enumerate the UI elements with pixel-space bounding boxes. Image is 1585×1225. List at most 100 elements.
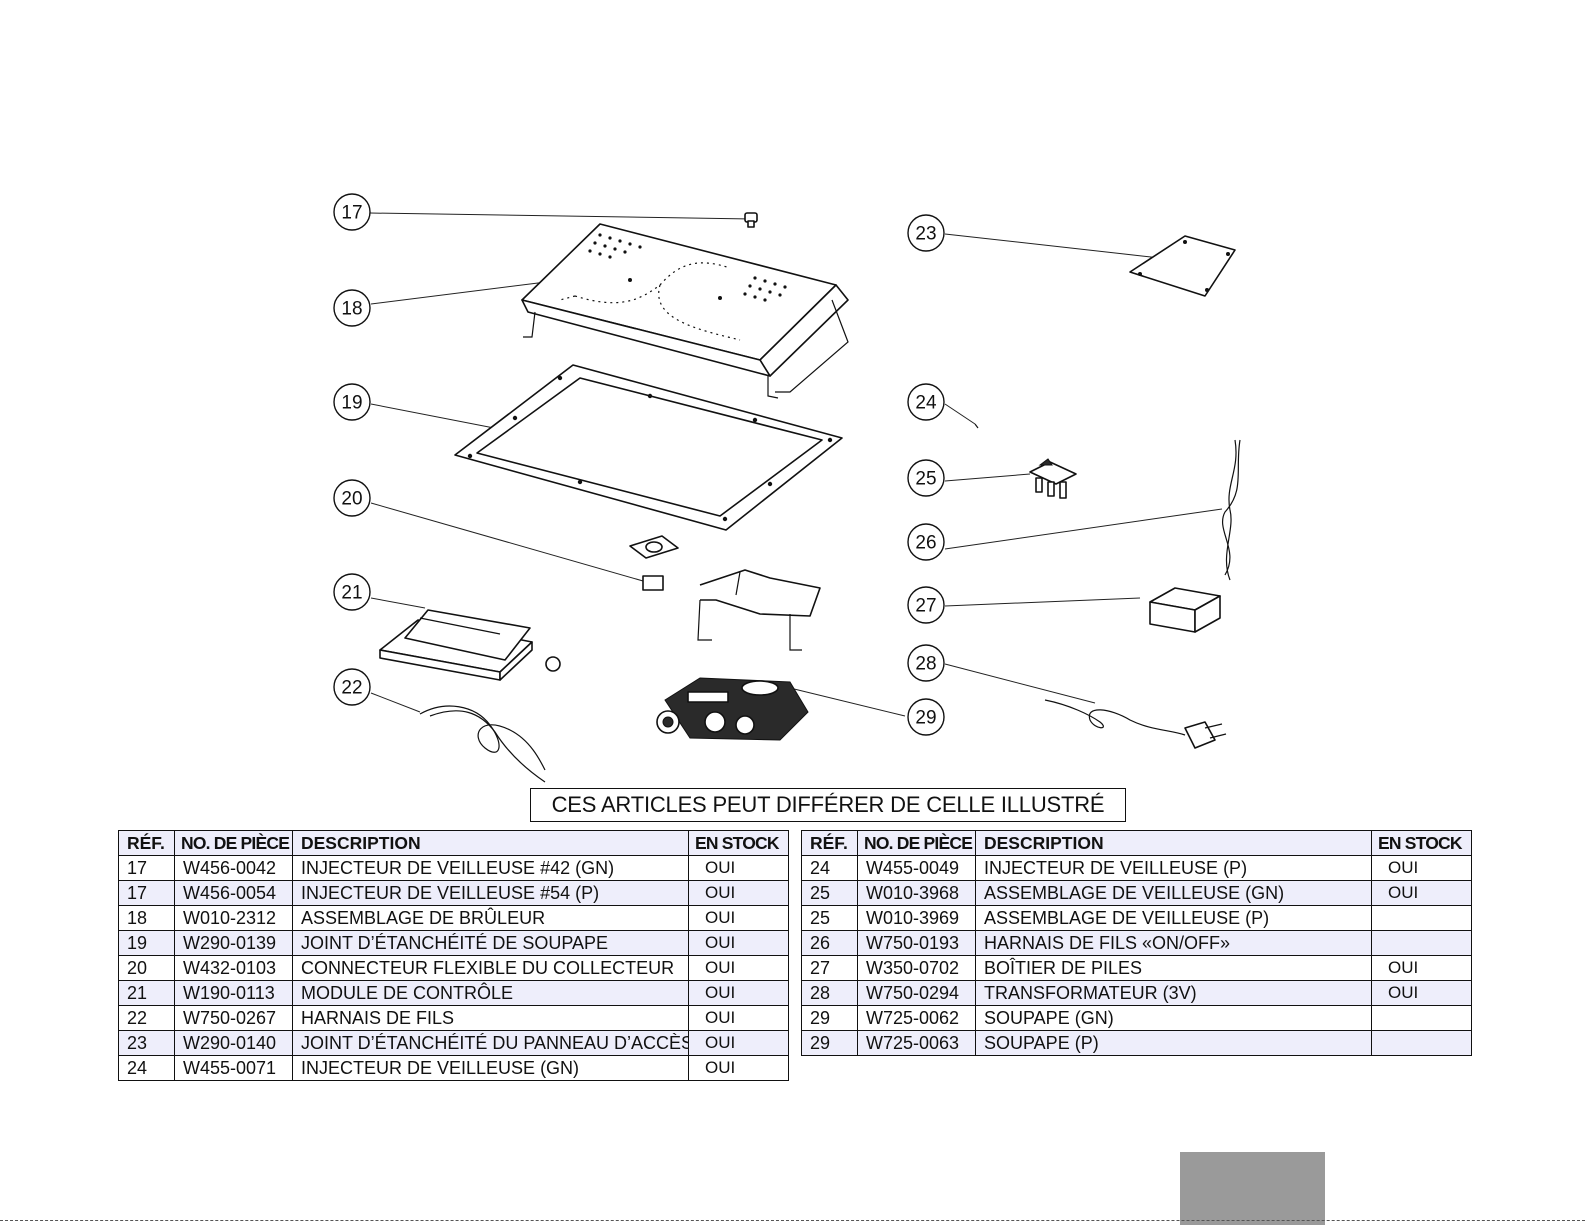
svg-text:19: 19: [341, 393, 362, 414]
stock-cell: OUI: [1371, 880, 1472, 906]
callout-18: 18: [333, 289, 371, 327]
callout-26: 26: [907, 523, 945, 561]
part-23-access-panel-gasket: [1129, 235, 1236, 297]
part-29-gas-valve: [656, 677, 809, 741]
mounting-bracket: [697, 569, 821, 651]
stock-header: EN STOCK: [1371, 830, 1472, 856]
ref-cell: 25: [801, 905, 858, 931]
part-21-control-module: [379, 609, 533, 681]
ref-cell: 18: [118, 905, 175, 931]
ref-cell: 22: [118, 1005, 175, 1031]
stock-cell: OUI: [688, 880, 789, 906]
svg-text:27: 27: [915, 596, 936, 617]
callout-27: 27: [907, 586, 945, 624]
description-cell: MODULE DE CONTRÔLE: [292, 980, 689, 1006]
stock-cell: [1371, 1030, 1472, 1056]
part-number-cell: W432-0103: [174, 955, 293, 981]
ref-header: RÉF.: [118, 830, 175, 856]
ref-header: RÉF.: [801, 830, 858, 856]
ref-cell: 25: [801, 880, 858, 906]
stock-cell: OUI: [688, 1030, 789, 1056]
description-cell: ASSEMBLAGE DE VEILLEUSE (GN): [975, 880, 1372, 906]
svg-text:21: 21: [341, 583, 362, 604]
stock-cell: OUI: [688, 1055, 789, 1081]
parts-table-left: RÉF. NO. DE PIÈCE DESCRIPTION EN STOCK 1…: [118, 830, 789, 1081]
stock-cell: OUI: [688, 1005, 789, 1031]
stock-cell: [1371, 1005, 1472, 1031]
svg-text:17: 17: [341, 203, 362, 224]
part-number-cell: W750-0193: [857, 930, 976, 956]
description-header: DESCRIPTION: [292, 830, 689, 856]
part-number-cell: W455-0071: [174, 1055, 293, 1081]
disclaimer-note: CES ARTICLES PEUT DIFFÉRER DE CELLE ILLU…: [530, 788, 1126, 822]
stock-header: EN STOCK: [688, 830, 789, 856]
description-cell: CONNECTEUR FLEXIBLE DU COLLECTEUR: [292, 955, 689, 981]
callout-24: 24: [907, 383, 945, 421]
description-cell: TRANSFORMATEUR (3V): [975, 980, 1372, 1006]
ref-cell: 19: [118, 930, 175, 956]
description-cell: INJECTEUR DE VEILLEUSE #54 (P): [292, 880, 689, 906]
part-17-pilot-injector: [744, 212, 758, 228]
description-cell: JOINT D’ÉTANCHÉITÉ DE SOUPAPE: [292, 930, 689, 956]
part-number-cell: W010-3968: [857, 880, 976, 906]
part-number-cell: W350-0702: [857, 955, 976, 981]
description-cell: JOINT D’ÉTANCHÉITÉ DU PANNEAU D’ACCÈS: [292, 1030, 689, 1056]
table-header-row: RÉF. NO. DE PIÈCE DESCRIPTION EN STOCK: [118, 830, 789, 856]
callout-29: 29: [907, 698, 945, 736]
part-number-cell: W750-0267: [174, 1005, 293, 1031]
part-26-on-off-wire-harness: [1222, 439, 1241, 581]
part-number-cell: W456-0042: [174, 855, 293, 881]
svg-text:22: 22: [341, 678, 362, 699]
part-24-pilot-injector: [974, 423, 979, 429]
ref-cell: 17: [118, 855, 175, 881]
ref-cell: 27: [801, 955, 858, 981]
description-cell: SOUPAPE (P): [975, 1030, 1372, 1056]
stock-cell: OUI: [1371, 980, 1472, 1006]
stock-cell: OUI: [1371, 855, 1472, 881]
description-cell: HARNAIS DE FILS: [292, 1005, 689, 1031]
leader-lines: [369, 212, 1223, 717]
stock-cell: OUI: [688, 955, 789, 981]
callout-23: 23: [907, 214, 945, 252]
callout-21: 21: [333, 573, 371, 611]
stock-cell: OUI: [688, 980, 789, 1006]
svg-text:25: 25: [915, 469, 936, 490]
description-cell: ASSEMBLAGE DE BRÛLEUR: [292, 905, 689, 931]
description-cell: SOUPAPE (GN): [975, 1005, 1372, 1031]
exploded-parts-diagram: 17 18 19 20 21 22 23 24 25 26 27 28 29: [333, 193, 1241, 783]
part-27-battery-box: [1149, 587, 1221, 633]
callout-19: 19: [333, 383, 371, 421]
description-cell: BOÎTIER DE PILES: [975, 955, 1372, 981]
ref-cell: 20: [118, 955, 175, 981]
callout-22: 22: [333, 668, 371, 706]
callout-25: 25: [907, 459, 945, 497]
part-28-transformer: [1044, 699, 1227, 749]
page-tab: [1180, 1152, 1325, 1225]
stock-cell: [1371, 905, 1472, 931]
svg-text:29: 29: [915, 708, 936, 729]
svg-text:18: 18: [341, 299, 362, 320]
svg-text:28: 28: [915, 654, 936, 675]
stock-cell: OUI: [688, 905, 789, 931]
svg-text:20: 20: [341, 489, 362, 510]
description-cell: HARNAIS DE FILS «ON/OFF»: [975, 930, 1372, 956]
table-header-row: RÉF. NO. DE PIÈCE DESCRIPTION EN STOCK: [801, 830, 1472, 856]
part-18-burner-assembly: [521, 223, 849, 399]
ref-cell: 26: [801, 930, 858, 956]
part-number-cell: W455-0049: [857, 855, 976, 881]
ref-cell: 28: [801, 980, 858, 1006]
part-number-cell: W190-0113: [174, 980, 293, 1006]
